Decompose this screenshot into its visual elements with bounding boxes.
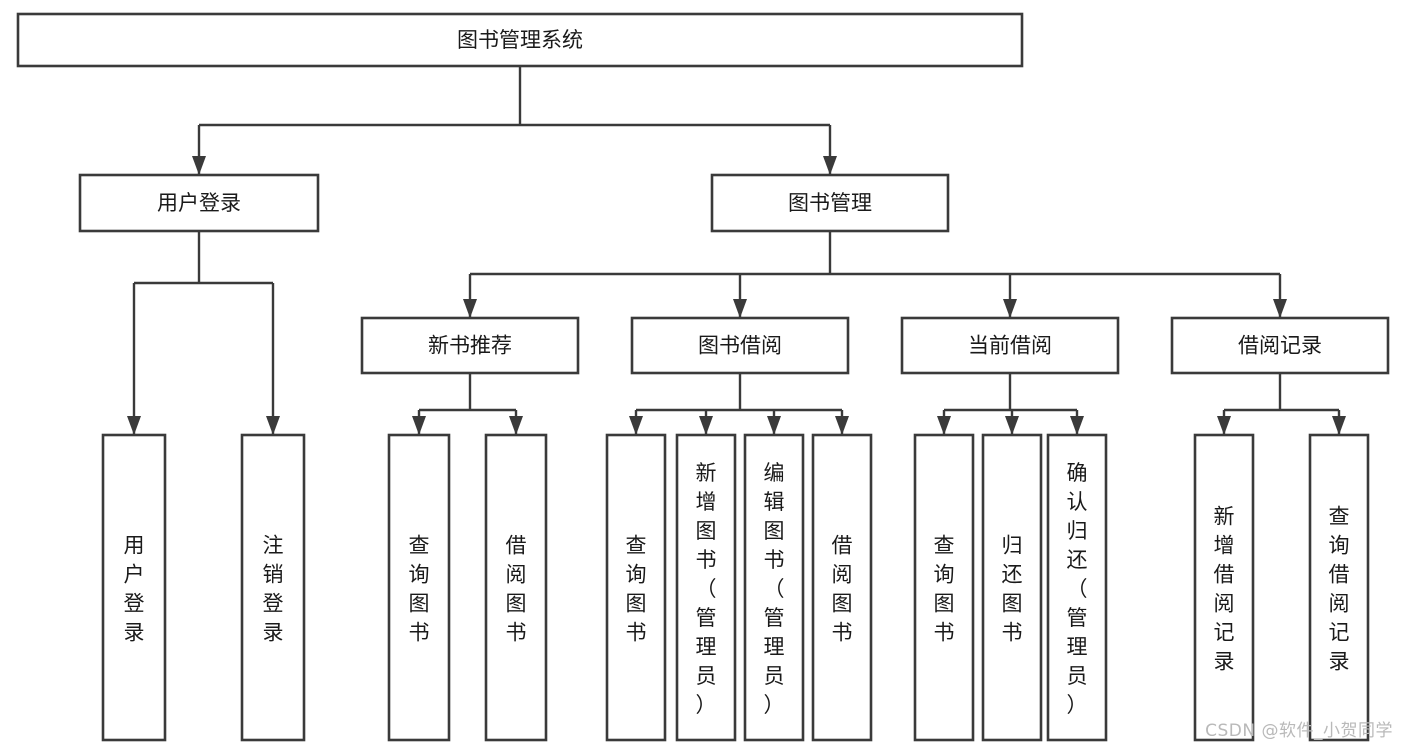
connector-layer [127,66,1346,435]
connector-arrowhead [733,299,747,318]
node-label-leaf-query-book-1: 查询图书 [409,534,430,645]
node-book-manage[interactable]: 图书管理 [710,173,950,233]
node-leaf-query-book-3[interactable]: 查询图书 [913,433,975,742]
node-label-leaf-confirm-return: 确认归还（管理员） [1067,461,1088,717]
connector-arrowhead [767,416,781,435]
connector-arrowhead [463,299,477,318]
node-label-leaf-edit-book: 编辑图书（管理员） [764,461,785,717]
node-label-leaf-add-book: 新增图书（管理员） [696,461,717,717]
node-leaf-return-book[interactable]: 归还图书 [981,433,1043,742]
node-current-borrow[interactable]: 当前借阅 [900,316,1120,375]
node-box-borrow-record[interactable] [1170,316,1390,375]
node-label-book-borrow: 图书借阅 [698,334,782,358]
node-box-leaf-add-record[interactable] [1193,433,1255,742]
node-box-book-borrow[interactable] [630,316,850,375]
node-box-leaf-edit-book[interactable] [743,433,805,742]
node-layer: 图书管理系统用户登录图书管理新书推荐图书借阅当前借阅借阅记录用户登录注销登录查询… [16,12,1390,742]
node-label-leaf-add-record: 新增借阅记录 [1214,505,1235,674]
node-box-leaf-borrow-book-1[interactable] [484,433,548,742]
node-leaf-edit-book[interactable]: 编辑图书（管理员） [743,433,805,742]
node-box-leaf-add-book[interactable] [675,433,737,742]
connector-arrowhead [266,416,280,435]
connector-arrowhead [192,156,206,175]
node-box-leaf-query-book-3[interactable] [913,433,975,742]
node-leaf-borrow-book-1[interactable]: 借阅图书 [484,433,548,742]
node-label-leaf-user-login: 用户登录 [124,534,145,645]
node-leaf-add-book[interactable]: 新增图书（管理员） [675,433,737,742]
node-box-current-borrow[interactable] [900,316,1120,375]
node-label-leaf-borrow-book-1: 借阅图书 [506,534,527,645]
node-box-leaf-borrow-book-2[interactable] [811,433,873,742]
node-label-user-login: 用户登录 [157,191,241,215]
connector-arrowhead [823,156,837,175]
connector-arrowhead [1217,416,1231,435]
node-box-leaf-query-book-1[interactable] [387,433,451,742]
node-box-root[interactable] [16,12,1024,68]
node-label-new-book-rec: 新书推荐 [428,334,512,358]
node-label-leaf-borrow-book-2: 借阅图书 [832,534,853,645]
node-user-login[interactable]: 用户登录 [78,173,320,233]
connector-arrowhead [629,416,643,435]
node-label-borrow-record: 借阅记录 [1238,334,1322,358]
node-leaf-borrow-book-2[interactable]: 借阅图书 [811,433,873,742]
connector-arrowhead [1332,416,1346,435]
node-leaf-user-login[interactable]: 用户登录 [101,433,167,742]
connector-arrowhead [509,416,523,435]
connector-arrowhead [1003,299,1017,318]
connector-arrowhead [699,416,713,435]
node-label-root: 图书管理系统 [457,28,583,52]
connector-arrowhead [1005,416,1019,435]
node-box-leaf-query-record[interactable] [1308,433,1370,742]
node-leaf-user-logout[interactable]: 注销登录 [240,433,306,742]
connector-arrowhead [127,416,141,435]
node-leaf-query-book-2[interactable]: 查询图书 [605,433,667,742]
node-label-leaf-user-logout: 注销登录 [263,534,284,645]
node-box-book-manage[interactable] [710,173,950,233]
node-borrow-record[interactable]: 借阅记录 [1170,316,1390,375]
node-leaf-add-record[interactable]: 新增借阅记录 [1193,433,1255,742]
node-box-leaf-user-login[interactable] [101,433,167,742]
node-new-book-rec[interactable]: 新书推荐 [360,316,580,375]
node-leaf-query-book-1[interactable]: 查询图书 [387,433,451,742]
node-label-leaf-query-book-3: 查询图书 [934,534,955,645]
node-leaf-confirm-return[interactable]: 确认归还（管理员） [1046,433,1108,742]
connector-arrowhead [835,416,849,435]
node-label-leaf-return-book: 归还图书 [1002,534,1023,645]
node-root[interactable]: 图书管理系统 [16,12,1024,68]
node-box-leaf-confirm-return[interactable] [1046,433,1108,742]
node-box-leaf-query-book-2[interactable] [605,433,667,742]
node-box-leaf-user-logout[interactable] [240,433,306,742]
node-label-current-borrow: 当前借阅 [968,334,1052,358]
node-box-user-login[interactable] [78,173,320,233]
connector-arrowhead [412,416,426,435]
node-label-book-manage: 图书管理 [788,191,872,215]
node-box-leaf-return-book[interactable] [981,433,1043,742]
connector-arrowhead [1273,299,1287,318]
connector-arrowhead [1070,416,1084,435]
node-leaf-query-record[interactable]: 查询借阅记录 [1308,433,1370,742]
node-box-new-book-rec[interactable] [360,316,580,375]
node-label-leaf-query-book-2: 查询图书 [626,534,647,645]
connector-arrowhead [937,416,951,435]
node-book-borrow[interactable]: 图书借阅 [630,316,850,375]
node-label-leaf-query-record: 查询借阅记录 [1329,505,1350,674]
